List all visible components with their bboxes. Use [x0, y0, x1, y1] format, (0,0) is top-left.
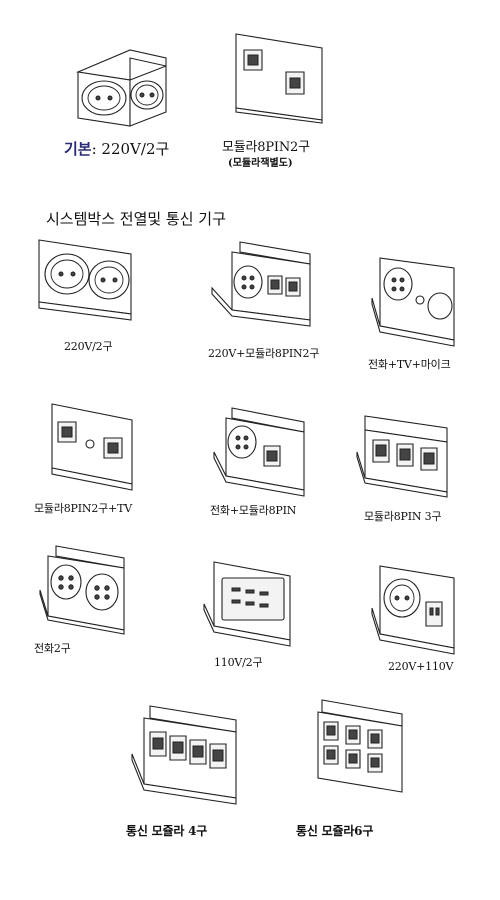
- item-label-110v-2gang: 110V/2구: [214, 656, 263, 669]
- section-title: 시스템박스 전열및 통신 기구: [46, 210, 226, 228]
- item-label-comm-modular-4gang: 통신 모쥴라 4구: [126, 824, 208, 838]
- outlet-box-220v-2gang-basic-illustration: [70, 40, 170, 130]
- item-label-220v-modular: 220V+모듈라8PIN2구: [208, 347, 320, 360]
- item-label-phone-2gang: 전화2구: [34, 642, 71, 655]
- item-label-phone-modular: 전화+모듈라8PIN: [210, 504, 297, 517]
- item-illustration-modular-3gang: [355, 412, 455, 497]
- item-illustration-phone-tv-mic: [370, 254, 460, 346]
- basic-label: 기본: 220V/2구: [64, 138, 169, 159]
- modular-label: 모듈라8PIN2구: [222, 140, 310, 155]
- item-illustration-220v-110v: [370, 564, 460, 656]
- item-label-modular-tv: 모듈라8PIN2구+TV: [34, 502, 132, 515]
- basic-label-title: 기본: [64, 140, 92, 158]
- item-illustration-220v-2gang: [35, 234, 135, 324]
- item-illustration-comm-modular-6gang: [310, 698, 410, 798]
- modular-8pin-2gang-illustration: [228, 28, 328, 123]
- modular-sublabel: (모듈라잭별도): [228, 158, 293, 169]
- basic-label-value: : 220V/2구: [91, 140, 170, 158]
- item-illustration-220v-modular: [210, 240, 315, 330]
- item-illustration-phone-2gang: [38, 544, 128, 634]
- item-label-phone-tv-mic: 전화+TV+마이크: [368, 358, 451, 371]
- item-illustration-modular-tv: [40, 400, 140, 490]
- item-label-modular-3gang: 모듈라8PIN 3구: [364, 510, 442, 523]
- item-label-220v-2gang: 220V/2구: [64, 340, 113, 353]
- item-illustration-phone-modular: [212, 406, 312, 496]
- item-illustration-110v-2gang: [200, 560, 300, 650]
- item-label-220v-110v: 220V+110V: [388, 660, 454, 673]
- item-illustration-comm-modular-4gang: [130, 704, 240, 804]
- item-label-comm-modular-6gang: 통신 모쥴라6구: [296, 824, 374, 838]
